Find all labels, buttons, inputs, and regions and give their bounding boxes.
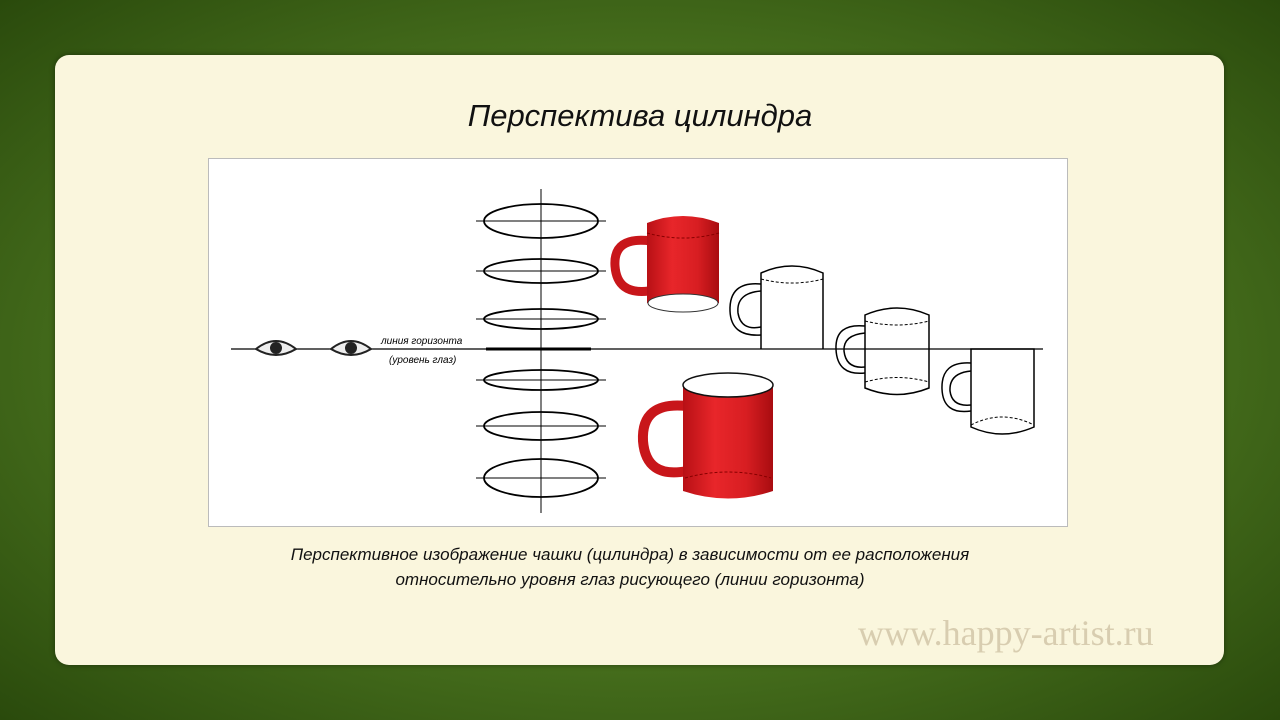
- outline-mug-3: [941, 348, 1035, 435]
- caption-line-1: Перспективное изображение чашки (цилиндр…: [290, 545, 970, 564]
- eye-level-label: (уровень глаз): [389, 355, 456, 366]
- caption-line-2: относительно уровня глаз рисующего (лини…: [395, 570, 865, 589]
- ellipse-series: [476, 203, 606, 498]
- outline-mug-1: [729, 265, 824, 349]
- eye-icon: [329, 340, 373, 356]
- red-mug-below-horizon: [637, 372, 774, 499]
- slide-title: Перспектива цилиндра: [467, 98, 813, 133]
- watermark: www.happy-artist.ru: [858, 613, 1154, 653]
- perspective-figure: линия горизонта (уровень глаз): [208, 158, 1068, 527]
- outline-mug-2: [835, 307, 930, 396]
- eye-icon: [254, 340, 298, 356]
- red-mug-above-horizon: [610, 216, 720, 313]
- horizon-label: линия горизонта: [380, 336, 463, 347]
- figure-caption: Перспективное изображение чашки (цилиндр…: [200, 542, 1060, 592]
